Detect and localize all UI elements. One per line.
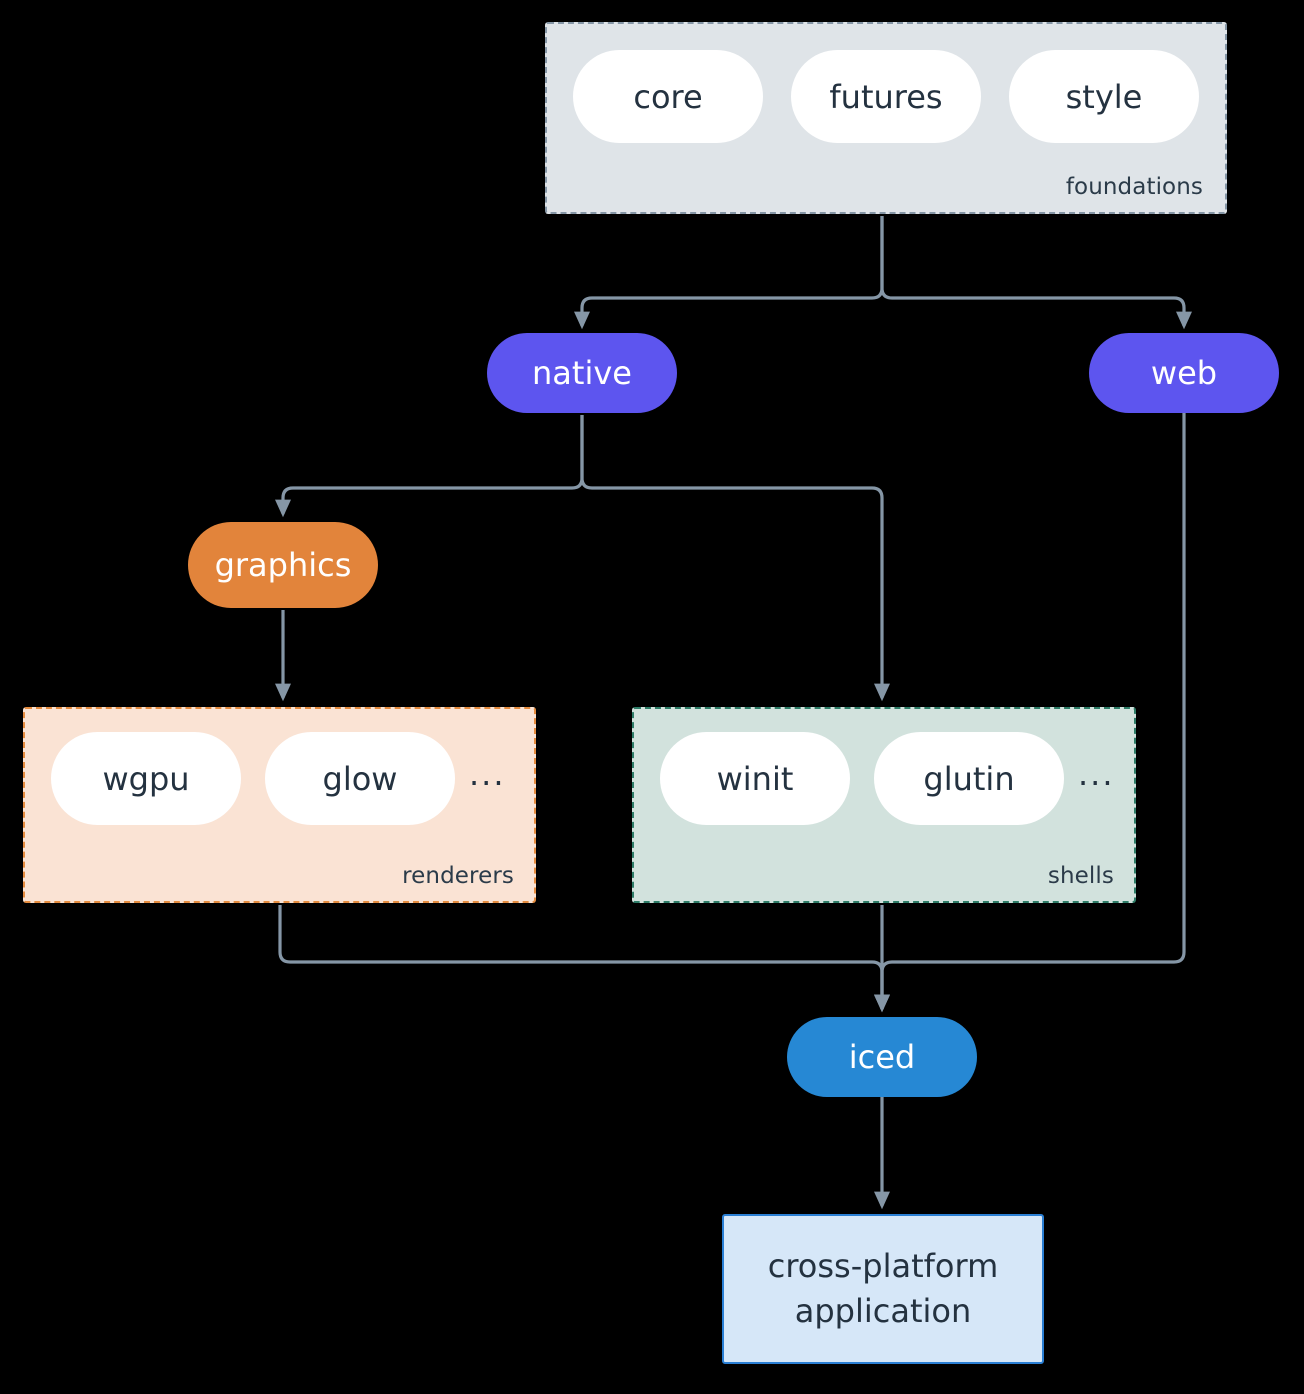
pill-style[interactable]: style [1009,50,1199,143]
group-foundations: core futures style foundations [545,22,1227,214]
node-native[interactable]: native [487,333,677,413]
group-renderers-items: wgpu glow ... [51,732,506,825]
pill-winit[interactable]: winit [660,732,850,825]
pill-glow[interactable]: glow [265,732,455,825]
app-label-line-1: cross-platform [767,1246,999,1285]
edge-foundations-to-native [574,216,884,330]
renderers-ellipsis: ... [469,754,506,793]
group-foundations-items: core futures style [573,50,1199,143]
pill-wgpu[interactable]: wgpu [51,732,241,825]
node-graphics[interactable]: graphics [188,522,378,608]
pill-glutin[interactable]: glutin [874,732,1064,825]
group-label-foundations: foundations [1065,174,1203,200]
group-shells-items: winit glutin ... [660,732,1115,825]
edge-native-to-graphics [275,415,584,518]
node-cross-platform-application[interactable]: cross-platform application [722,1214,1044,1364]
node-iced[interactable]: iced [787,1017,977,1097]
pill-futures[interactable]: futures [791,50,981,143]
group-shells: winit glutin ... shells [632,707,1136,903]
pill-core[interactable]: core [573,50,763,143]
edge-foundations-to-web [880,216,1192,330]
node-web[interactable]: web [1089,333,1279,413]
app-label-line-2: application [794,1292,972,1330]
edge-native-to-shells [580,415,890,702]
group-renderers: wgpu glow ... renderers [23,707,536,903]
shells-ellipsis: ... [1078,754,1115,793]
group-label-shells: shells [1047,863,1114,889]
edge-renderers-to-iced [278,905,890,1013]
group-label-renderers: renderers [402,863,514,889]
